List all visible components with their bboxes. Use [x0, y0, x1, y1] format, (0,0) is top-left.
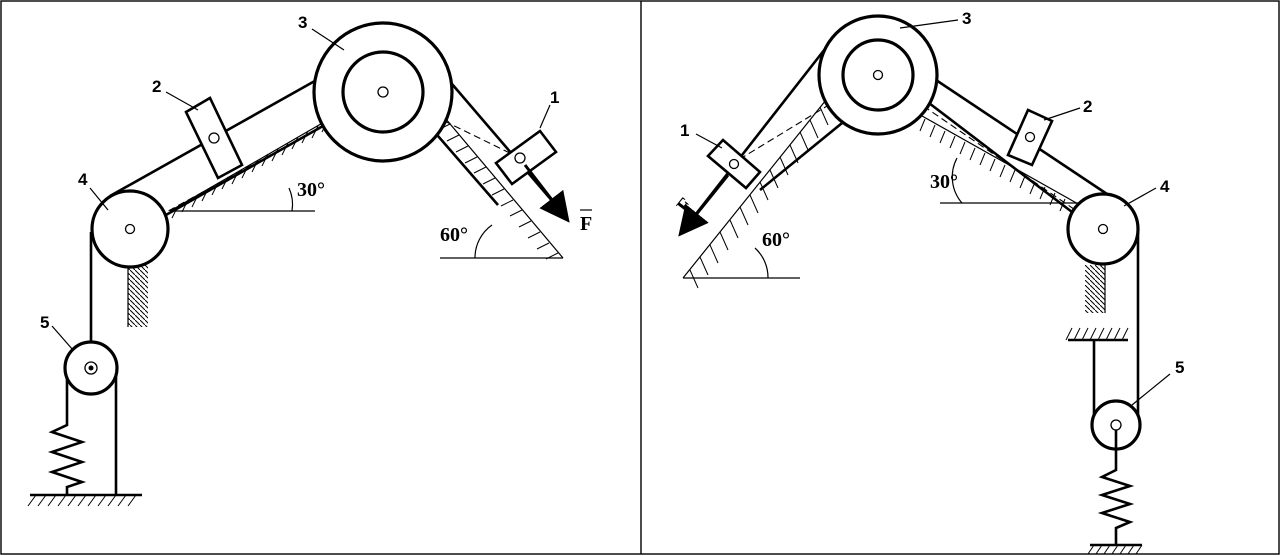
right-pulley-3: [817, 14, 939, 136]
right-pulley-4: [1066, 192, 1140, 266]
right-force-label: F: [673, 194, 698, 217]
left-force-label: F: [580, 213, 592, 235]
left-label-1: 1: [550, 88, 559, 107]
right-mechanism: [678, 14, 1171, 555]
left-leader-lines: [51, 28, 551, 351]
left-angle-30: 30°: [297, 179, 325, 201]
right-spring: [1087, 430, 1143, 555]
left-spring: [47, 415, 87, 495]
right-label-1: 1: [680, 121, 689, 140]
left-mechanism: [27, 21, 570, 507]
right-label-5: 5: [1175, 358, 1184, 377]
left-label-5: 5: [40, 313, 49, 332]
right-slider-2: [1006, 108, 1054, 167]
right-ceiling-support: [1065, 327, 1129, 342]
left-label-3: 3: [298, 13, 307, 32]
left-label-2: 2: [152, 77, 161, 96]
right-angle-30: 30°: [930, 171, 958, 193]
right-label-3: 3: [962, 9, 971, 28]
left-slider-1: [494, 129, 558, 186]
left-ground: [27, 493, 142, 507]
right-force-arrow: [678, 174, 730, 237]
left-pulley-4: [90, 189, 170, 269]
right-label-2: 2: [1083, 97, 1092, 116]
left-inclined-plane-60: [437, 111, 564, 260]
right-label-4: 4: [1160, 177, 1170, 196]
left-pulley-5: [63, 340, 119, 396]
left-angle-60: 60°: [440, 224, 468, 246]
right-slider-1: [706, 138, 762, 190]
left-pulley-3: [312, 21, 454, 163]
right-pulley4-support: [1085, 265, 1106, 313]
left-force-arrow: [523, 164, 570, 223]
right-leader-lines: [695, 19, 1171, 406]
right-inclined-plane-60: [682, 94, 831, 289]
left-pulley4-support: [127, 265, 148, 327]
right-angle-60: 60°: [762, 229, 790, 251]
left-label-4: 4: [78, 170, 88, 189]
left-slider-2: [184, 96, 244, 180]
